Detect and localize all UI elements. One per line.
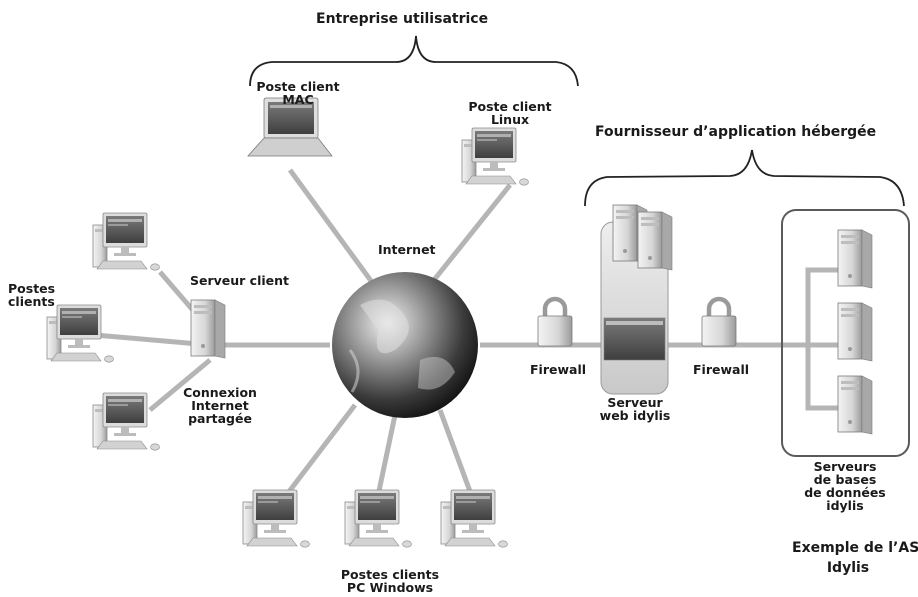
line-linux bbox=[428, 183, 512, 287]
label-serveurs-bd: Serveurs de bases de données idylis bbox=[804, 459, 886, 513]
server-tower-icon bbox=[190, 299, 226, 359]
enterprise-brace bbox=[249, 35, 579, 87]
desktop-computer-icon bbox=[92, 392, 160, 451]
globe-icon bbox=[332, 272, 478, 418]
label-postes-clients: Postes clients bbox=[8, 281, 56, 309]
label-firewall-left: Firewall bbox=[530, 362, 587, 377]
desktop-computer-icon bbox=[242, 489, 310, 548]
label-connexion-internet: Connexion Internet partagée bbox=[183, 385, 257, 426]
server-tower-icon bbox=[637, 211, 673, 271]
desktop-computer-icon bbox=[440, 489, 508, 548]
label-internet: Internet bbox=[378, 242, 436, 257]
line-pc3 bbox=[437, 409, 478, 506]
desktop-computer-icon bbox=[344, 489, 412, 548]
padlock-icon bbox=[538, 299, 572, 346]
label-pc-windows: Postes clients PC Windows bbox=[340, 567, 440, 595]
example-title-line2: Idylis bbox=[826, 560, 870, 576]
server-tower-icon bbox=[837, 229, 873, 289]
padlock-icon bbox=[702, 299, 736, 346]
laptop-icon bbox=[247, 97, 333, 157]
label-serveur-web: Serveur web idylis bbox=[599, 395, 671, 423]
enterprise-header: Entreprise utilisatrice bbox=[316, 11, 489, 27]
label-poste-linux: Poste client Linux bbox=[468, 99, 552, 127]
server-tower-icon bbox=[837, 375, 873, 435]
desktop-computer-icon bbox=[461, 127, 529, 186]
desktop-computer-icon bbox=[92, 212, 160, 271]
connection-lines bbox=[94, 168, 840, 512]
example-title-line1: Exemple de l’ASP bbox=[792, 540, 918, 556]
label-firewall-right: Firewall bbox=[693, 362, 750, 377]
label-poste-mac: Poste client MAC bbox=[256, 79, 340, 107]
provider-header: Fournisseur d’application hébergée bbox=[595, 124, 877, 140]
database-group-box bbox=[781, 209, 910, 457]
line-db-bus bbox=[805, 267, 840, 411]
line-mac bbox=[287, 168, 388, 302]
provider-brace bbox=[584, 149, 905, 207]
server-tower-icon bbox=[837, 302, 873, 362]
label-serveur-client: Serveur client bbox=[190, 273, 290, 288]
line-bottom-client bbox=[148, 358, 212, 412]
